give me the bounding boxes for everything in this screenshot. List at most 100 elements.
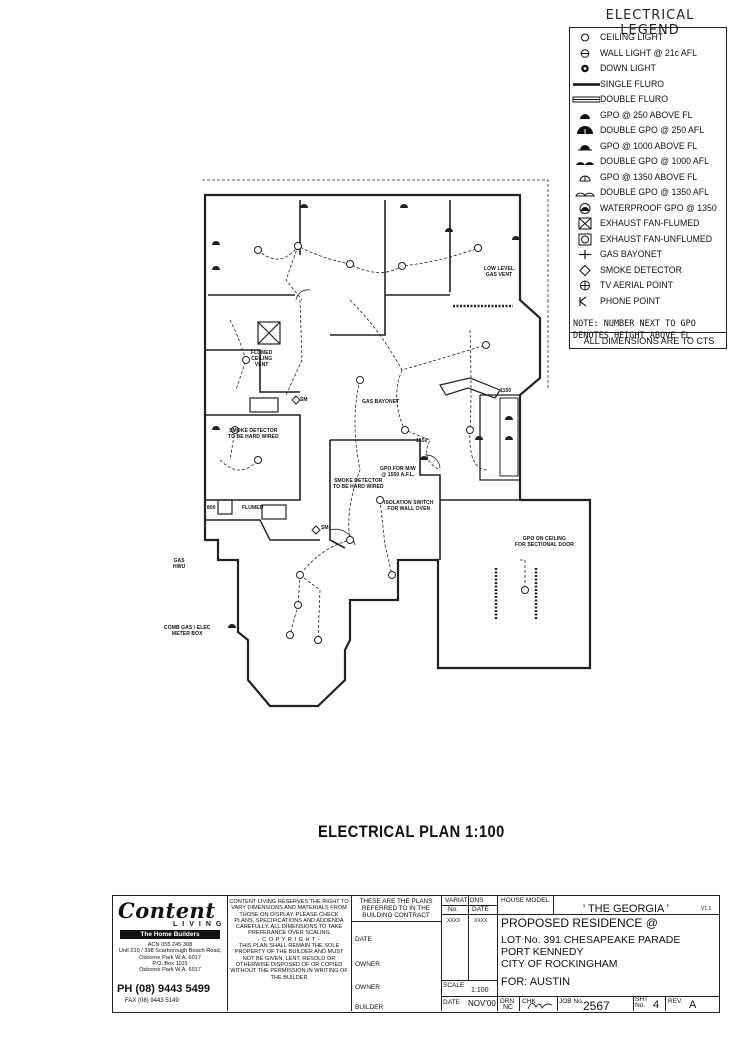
legend-item-label: CEILING LIGHT [600, 32, 664, 43]
rev-label: REV. [668, 998, 683, 1005]
phone-point-icon [570, 294, 600, 309]
rev-value: A [689, 999, 697, 1011]
legend-item: GPO @ 250 ABOVE FL [570, 108, 726, 123]
label-smoke-detector-1: SMOKE DETECTOR TO BE HARD WIRED [228, 428, 279, 440]
down-light-icon [570, 61, 600, 76]
double-fluro-icon [570, 92, 600, 107]
legend-item-label: EXHAUST FAN-FLUMED [600, 218, 700, 229]
legend-item: TV AERIAL POINT [570, 278, 726, 293]
gpo-1350-icon [570, 170, 600, 185]
sht-value: 4 [653, 999, 660, 1011]
legend-item: GAS BAYONET [570, 247, 726, 262]
job-label: JOB No. [559, 998, 584, 1005]
legend-item-label: DOWN LIGHT [600, 63, 656, 74]
smoke-detector-icon [570, 263, 600, 278]
owner-2-label: OWNER [355, 984, 380, 991]
label-flumed-ceiling-vent: FLUMED CEILING VENT [251, 350, 273, 368]
electrical-floor-plan [202, 179, 592, 708]
version: V1.1 [701, 906, 712, 912]
legend-item: WALL LIGHT @ 21c AFL [570, 46, 726, 61]
legend-item-label: PHONE POINT [600, 295, 661, 307]
lot-address: LOT No. 391 CHESAPEAKE PARADE [501, 934, 681, 946]
variations-date-label: DATE [472, 906, 489, 913]
copyright-text: THIS PLAN SHALL REMAIN THE SOLE PROPERTY… [230, 943, 348, 981]
double-gpo-1000-icon [570, 154, 600, 169]
owner-1-label: OWNER [355, 961, 380, 968]
scale-label: SCALE [443, 982, 465, 989]
logo-living: LIVING [173, 921, 227, 928]
label-low-level-gas-vent: LOW LEVEL GAS VENT [484, 266, 515, 278]
legend-item-label: SINGLE FLURO [600, 78, 665, 90]
legend-item-label: WALL LIGHT @ 21c AFL [600, 47, 697, 59]
legend-item: WATERPROOF GPO @ 1350 [570, 201, 726, 216]
legend-item: PHONE POINT [570, 294, 726, 309]
disclaimer: CONTENT LIVING RESERVES THE RIGHT TO VAR… [229, 899, 349, 981]
legend-item-label: GAS BAYONET [600, 249, 663, 260]
plans-heading: THESE ARE THE PLANS REFERRED TO IN THE B… [359, 898, 433, 919]
city: CITY OF ROCKINGHAM [501, 958, 618, 970]
legend-item-label: DOUBLE FLURO [600, 94, 668, 105]
legend-item: SMOKE DETECTOR [570, 263, 726, 278]
legend-item: DOUBLE GPO @ 250 AFL [570, 123, 726, 138]
label-dim-1150: 1150 [500, 388, 512, 394]
double-gpo-icon [570, 123, 600, 138]
legend-item: DOWN LIGHT [570, 61, 726, 76]
label-sm-2: SM [321, 525, 329, 531]
waterproof-gpo-icon [570, 201, 600, 216]
gpo-icon [570, 108, 600, 123]
date-label: DATE [355, 936, 372, 943]
site-boundary [202, 179, 549, 390]
legend-item: GPO @ 1000 ABOVE FL [570, 139, 726, 154]
label-isolation-switch: ISOLATION SWITCH FOR WALL OVEN [384, 500, 434, 512]
electrical-legend: CEILING LIGHT WALL LIGHT @ 21c AFL DOWN LI… [569, 27, 727, 349]
label-dim-800: 800 [207, 505, 216, 511]
tv-aerial-icon [570, 278, 600, 293]
company-cell: Content LIVING The Home Builders ACN 055… [113, 896, 227, 1011]
label-sm-1: SM [300, 397, 308, 403]
company-po-box: P.O. Box 1101 [152, 960, 188, 967]
label-gas-hwu: GAS HWU [173, 558, 186, 570]
builder-label: BUILDER [355, 1004, 384, 1011]
variations-date-value: XXXX [474, 918, 488, 924]
company-address-3: Osborne Park W.A. 6917 [139, 967, 201, 974]
scale-value: 1:100 [471, 987, 489, 994]
title-block: Content LIVING The Home Builders ACN 055… [112, 895, 720, 1013]
ceiling-light-icon [570, 30, 600, 45]
variations-no-label: No. [448, 906, 459, 913]
drn-value: NC [503, 1004, 514, 1011]
drn-label: DRN [500, 998, 515, 1005]
company-phone: PH (08) 9443 5499 [117, 983, 210, 995]
job-value: 2567 [583, 999, 610, 1013]
legend-item-label: WATERPROOF GPO @ 1350 [600, 202, 717, 214]
house-model-label: HOUSE MODEL [501, 897, 550, 904]
sht-label: SHT No. [635, 996, 648, 1009]
single-fluro-icon [570, 77, 600, 92]
exhaust-fan-flumed-icon [570, 216, 600, 231]
company-acn: ACN 055 245 308 [147, 942, 193, 948]
legend-item-label: GPO @ 250 ABOVE FL [600, 109, 693, 121]
legend-item: CEILING LIGHT [570, 30, 726, 45]
company-fax: FAX (08) 9443 5149 [125, 998, 179, 1004]
legend-item-label: DOUBLE GPO @ 1350 AFL [600, 187, 709, 198]
variations-no-value: XXXX [447, 918, 461, 924]
gas-bayonet-icon [570, 247, 600, 262]
plan-title: ELECTRICAL PLAN 1:100 [318, 822, 505, 841]
legend-item-label: GPO @ 1000 ABOVE FL [600, 140, 698, 152]
legend-item-label: GPO @ 1350 ABOVE FL [600, 171, 698, 183]
date-bottom-label: DATE [443, 999, 460, 1006]
label-dim-1550: 1550 [416, 438, 428, 444]
client: FOR: AUSTIN [501, 976, 571, 988]
legend-item-label: DOUBLE GPO @ 1000 AFL [600, 156, 709, 167]
company-logo: Content [118, 898, 216, 923]
legend-title: ELECTRICAL LEGEND [605, 8, 695, 38]
company-address-1: Unit 210 / 398 Scarborough Beach Road, [118, 948, 222, 955]
legend-dimensions-note: ALL DIMENSIONS ARE TO CTS [583, 336, 715, 346]
label-gpo-ceiling: GPO ON CEILING FOR SECTIONAL DOOR [515, 536, 574, 548]
legend-item: DOUBLE GPO @ 1000 AFL [570, 154, 726, 169]
label-gpo-mw: GPO FOR M/W @ 1550 A.F.L. [380, 466, 416, 478]
legend-item: DOUBLE FLURO [570, 92, 726, 107]
outer-wall [203, 193, 592, 708]
exhaust-fan-unflumed-icon [570, 232, 600, 247]
checker-signature [527, 1003, 553, 1010]
legend-item: EXHAUST FAN-UNFLUMED [570, 232, 726, 247]
